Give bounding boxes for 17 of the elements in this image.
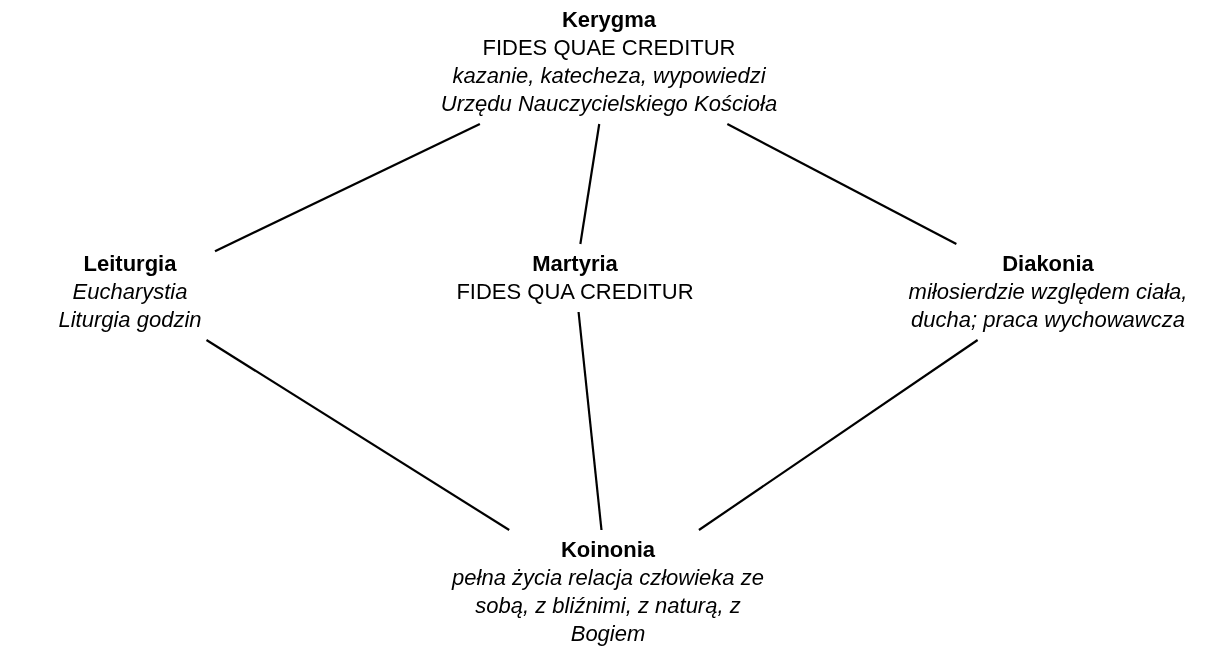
- node-text: FIDES QUAE CREDITUR: [481, 34, 737, 62]
- connector-line: [214, 123, 481, 253]
- node-title: Leiturgia: [82, 250, 178, 278]
- node-text: FIDES QUA CREDITUR: [455, 278, 695, 306]
- node-text: kazanie, katecheza, wypowiedzi Urzędu Nauczycielskiego Kościoła: [439, 62, 779, 118]
- connector-line: [579, 123, 601, 245]
- node-text: Eucharystia Liturgia godzin: [57, 278, 203, 334]
- connector-line: [205, 339, 510, 531]
- connector-line: [698, 339, 979, 531]
- connector-line: [726, 123, 957, 245]
- node-text: miłosierdzie względem ciała, ducha; praca wychowawcza: [907, 278, 1189, 334]
- node-title: Koinonia: [559, 536, 657, 564]
- node-title: Kerygma: [560, 6, 658, 34]
- node-title: Martyria: [531, 250, 619, 278]
- node-text: pełna życia relacja człowieka ze sobą, z bliźnimi, z naturą, z Bogiem: [452, 564, 764, 648]
- connector-line: [577, 311, 603, 531]
- node-title: Diakonia: [1001, 250, 1095, 278]
